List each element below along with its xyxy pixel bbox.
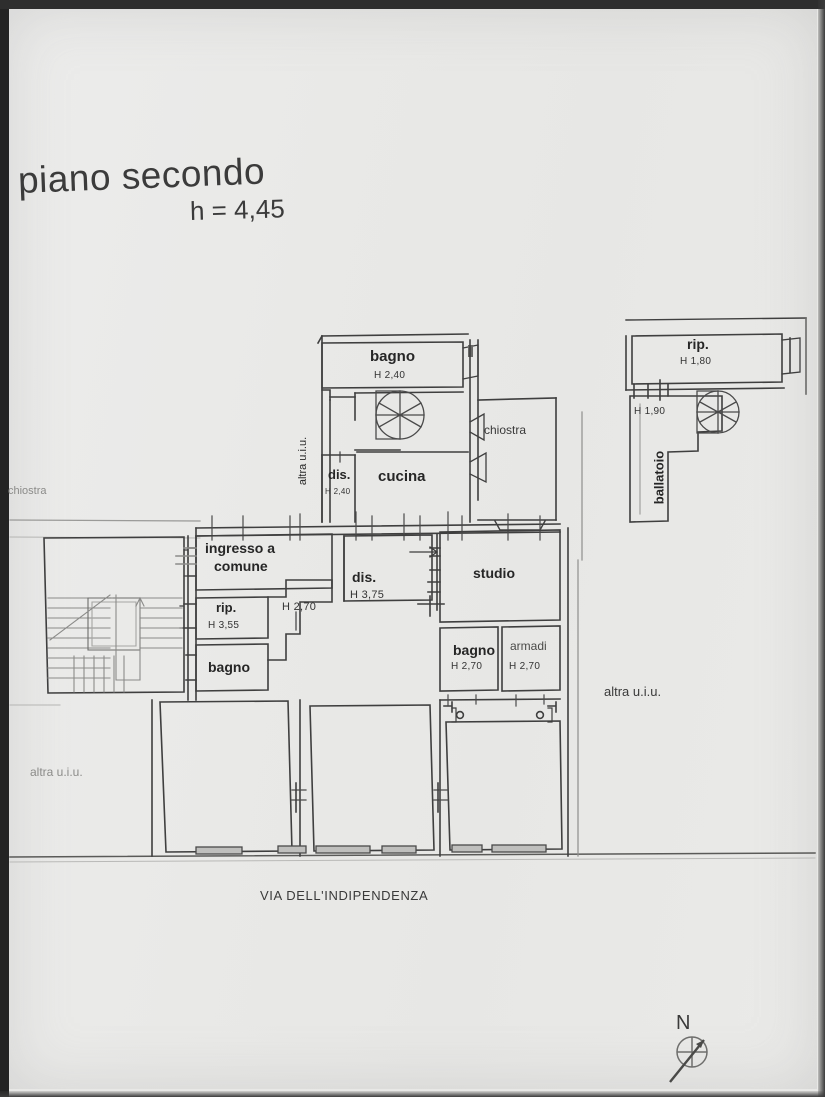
- room-label-dis-center: dis.: [352, 569, 377, 585]
- annotation-chiostra-center: chiostra: [484, 423, 527, 437]
- room-label-ballatoio: ballatoio: [651, 450, 667, 505]
- room-height-rip-left: H 3,55: [208, 620, 240, 631]
- room-label-dis-top: dis.: [328, 467, 351, 482]
- street-label: VIA DELL'INDIPENDENZA: [260, 888, 429, 903]
- room-label-bagno-left: bagno: [208, 659, 250, 675]
- room-label-bagno-top: bagno: [370, 348, 415, 365]
- room-label-cucina: cucina: [378, 468, 426, 485]
- room-height-rip-right: H 1,80: [680, 356, 712, 367]
- room-height-armadi: H 2,70: [509, 661, 541, 672]
- room-label-armadi: armadi: [510, 639, 547, 653]
- room-label-bagno-right: bagno: [453, 642, 495, 658]
- annotation-altra-uiu-right: altra u.i.u.: [604, 684, 662, 699]
- photo-edge-top: [0, 0, 825, 9]
- photo-edge-left: [0, 0, 9, 1097]
- room-label-rip-right: rip.: [687, 336, 709, 352]
- room-height-bagno-right: H 2,70: [451, 661, 483, 672]
- room-label-rip-left: rip.: [216, 600, 237, 615]
- floor-height-note: h = 4,45: [189, 193, 286, 226]
- room-label-ingresso-line2: comune: [214, 558, 268, 574]
- compass-rose-icon: [669, 1036, 708, 1083]
- corridor-height: H 2,70: [282, 601, 317, 613]
- room-height-dis-center: H 3,75: [350, 589, 385, 601]
- room-height-ballatoio: H 1,90: [634, 406, 666, 417]
- annotation-altra-uiu-vertical: altra u.i.u.: [297, 436, 309, 486]
- annotation-chiostra-left: chiostra: [8, 485, 47, 497]
- photo-edge-right: [818, 0, 825, 1097]
- compass-north-label: N: [676, 1012, 691, 1034]
- photo-edge-bottom: [0, 1091, 825, 1097]
- room-height-bagno-top: H 2,40: [374, 370, 406, 381]
- room-label-ingresso: ingresso a: [205, 540, 276, 556]
- room-label-studio: studio: [473, 565, 515, 581]
- annotation-altra-uiu-bottomleft: altra u.i.u.: [30, 765, 83, 779]
- paper-sheet: [8, 8, 817, 1089]
- room-height-dis-top: H 2,40: [325, 487, 351, 496]
